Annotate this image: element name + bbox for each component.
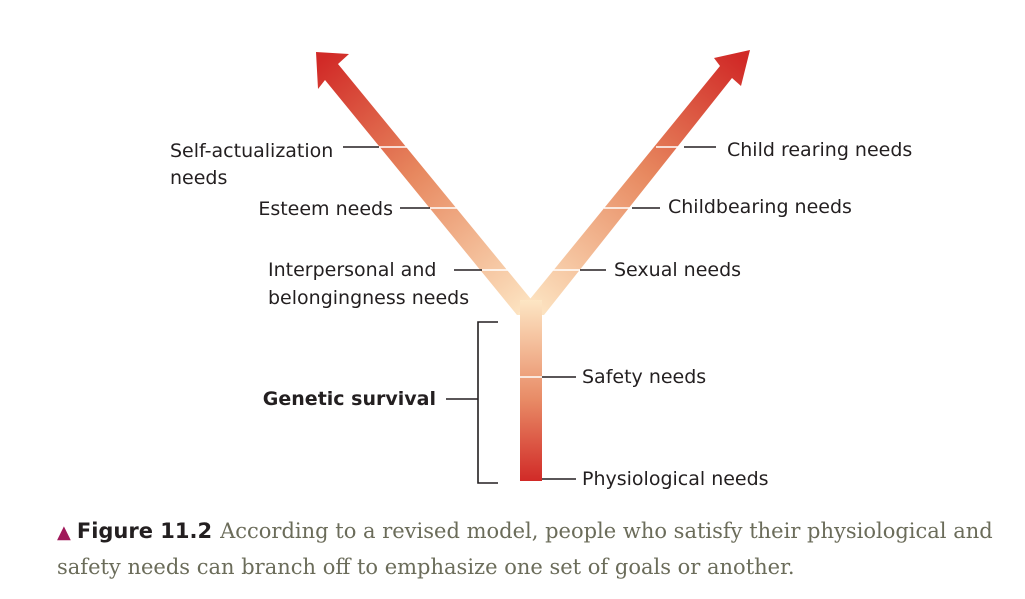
left-branch-arrow [316,52,544,315]
right-branch-arrow [517,50,750,315]
label-esteem: Esteem needs [258,198,393,220]
label-child-rearing: Child rearing needs [727,139,912,161]
label-self-actualization-line2: needs [170,167,227,189]
caption-triangle-icon: ▲ [57,522,71,543]
label-sexual: Sexual needs [614,259,741,281]
label-genetic-survival: Genetic survival [263,388,436,410]
label-interpersonal-line1: Interpersonal and [268,259,436,281]
caption-figure-label: Figure 11.2 [76,519,213,543]
genetic-survival-bracket [477,321,498,484]
label-self-actualization-line1: Self-actualization [170,140,333,162]
label-interpersonal-line2: belongingness needs [268,287,469,309]
caption-text: According to a revised model, people who… [57,519,993,579]
label-safety: Safety needs [582,366,706,388]
label-physiological: Physiological needs [582,468,769,490]
needs-y-diagram: Self-actualization needs Esteem needs In… [170,50,912,490]
label-childbearing: Childbearing needs [668,196,852,218]
stem-bar [520,300,542,481]
